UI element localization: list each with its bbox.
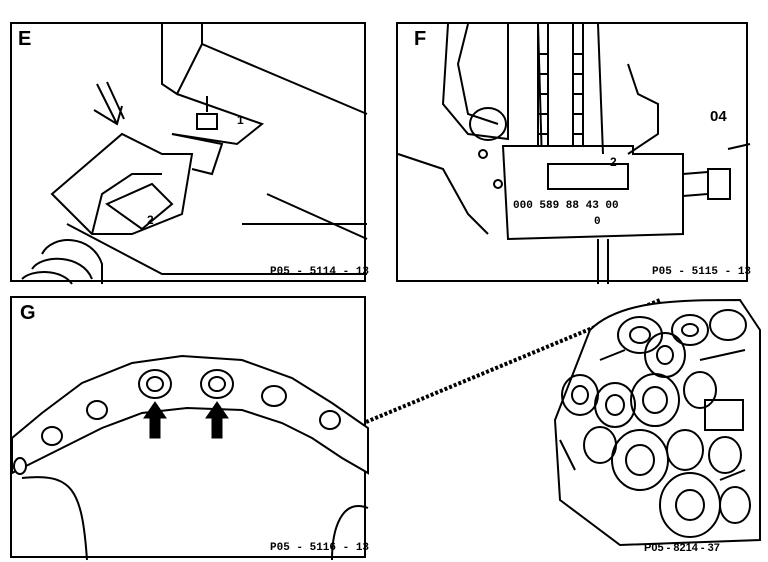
panel-f: 2 F 04 000 589 88 43 00 0 P05 - 5115 - 1…	[396, 22, 752, 284]
panel-g-letter: G	[20, 302, 36, 324]
svg-text:2: 2	[147, 213, 154, 227]
svg-text:2: 2	[610, 155, 617, 169]
callout-04: 04	[710, 108, 727, 125]
part-number: 000 589 88 43 00	[513, 200, 619, 212]
panel-e-figure-code: P05 - 5114 - 13	[270, 266, 370, 278]
engine-drawing	[553, 298, 761, 547]
panel-e-drawing: 1 2	[21, 24, 368, 285]
panel-g-drawing	[11, 354, 369, 561]
panel-f-drawing: 2	[397, 23, 751, 284]
panel-g-figure-code: P05 - 5116 - 13	[270, 542, 370, 554]
panel-f-figure-code: P05 - 5115 - 13	[652, 266, 752, 278]
panel-e-letter: E	[18, 28, 32, 50]
panel-e: 1 2 E P05 - 5114 - 13	[10, 22, 370, 285]
svg-text:1: 1	[237, 113, 244, 127]
engine-figure-code: P05 - 8214 - 37	[644, 542, 720, 554]
panel-g: G P05 - 5116 - 13	[10, 296, 370, 561]
part-number-mark: 0	[594, 216, 601, 228]
panel-f-letter: F	[414, 28, 427, 50]
